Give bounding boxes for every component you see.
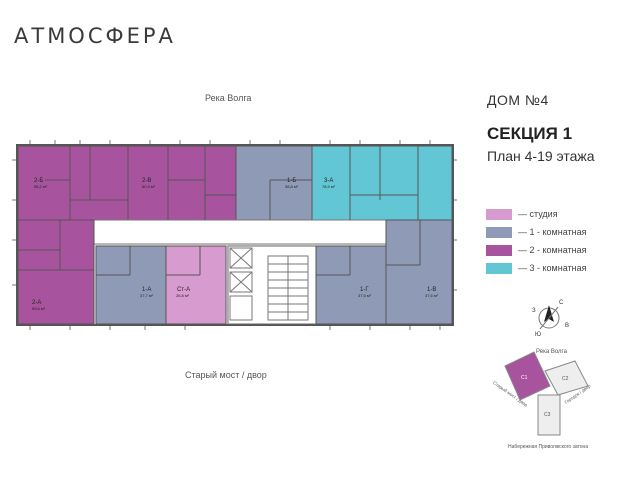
legend-swatch (486, 244, 512, 256)
compass-n: С (559, 300, 564, 306)
floor-plan-subtitle: План 4-19 этажа (487, 148, 595, 164)
compass-icon: С Ю В З (532, 300, 569, 338)
compass-s: Ю (535, 332, 541, 338)
site-block-c1[interactable] (504, 351, 551, 401)
house-title: ДОМ №4 (487, 92, 549, 108)
site-block-c3[interactable] (537, 394, 561, 436)
apartment-2b[interactable] (17, 145, 129, 221)
apt-label: 1-Г (360, 287, 369, 293)
legend-label: — 3 - комнатная (518, 263, 587, 273)
apt-label: 1-Б (287, 178, 296, 184)
apt-area: 60,3 м² (142, 184, 156, 189)
apartment-2a[interactable] (17, 219, 95, 325)
legend-item-studio: — студия (486, 205, 586, 223)
apt-label: 1-В (427, 287, 436, 293)
apt-label: 2-Б (34, 178, 43, 184)
legend-swatch (486, 226, 512, 238)
apt-label: 1-А (142, 287, 151, 293)
compass-e: В (565, 323, 569, 329)
site-block-c2[interactable] (544, 360, 589, 396)
legend-label: — студия (518, 209, 558, 219)
apartment-st-a[interactable] (165, 245, 227, 325)
legend-label: — 1 - комнатная (518, 227, 587, 237)
apartment-2v[interactable] (127, 145, 237, 221)
legend-item-1-room: — 1 - комнатная (486, 223, 586, 241)
apt-label: 2-А (32, 300, 41, 306)
apt-area: 59,6 м² (32, 306, 46, 311)
stairs-detail (229, 247, 309, 321)
interior-walls (18, 146, 421, 276)
river-label-top: Река Волга (205, 93, 252, 103)
legend-swatch (486, 208, 512, 220)
apt-area: 78,9 м² (322, 184, 336, 189)
corridor (93, 219, 421, 245)
site-block-label: С1 (521, 375, 528, 381)
legend: — студия — 1 - комнатная — 2 - комнатная… (486, 205, 586, 277)
site-river-label: Река Волга (536, 349, 567, 355)
site-block-label: С2 (562, 376, 569, 382)
apt-area: 38,8 м² (285, 184, 299, 189)
apt-area: 56,2 м² (34, 184, 48, 189)
apt-label: 2-В (142, 178, 151, 184)
apartment-1v[interactable] (385, 219, 453, 325)
compass-w: З (532, 308, 536, 314)
site-bottom-label: Набережная Приволжского затона (508, 444, 589, 450)
apt-area: 37,7 м² (140, 293, 154, 298)
apartment-1a[interactable] (95, 245, 167, 325)
bottom-label: Старый мост / двор (185, 370, 267, 380)
section-title: СЕКЦИЯ 1 (487, 124, 573, 143)
site-plan: С1 С2 С3 Старый мост / двор Городок / дв… (492, 351, 592, 436)
apt-area: 37,6 м² (425, 293, 439, 298)
apartment-labels: 2-Б 56,2 м² 2-В 60,3 м² 1-Б 38,8 м² 3-А … (32, 178, 439, 311)
site-block-label: С3 (544, 412, 551, 418)
apt-area: 26,8 м² (176, 293, 190, 298)
legend-swatch (486, 262, 512, 274)
legend-label: — 2 - комнатная (518, 245, 587, 255)
apt-label: 3-А (324, 178, 333, 184)
apt-area: 37,5 м² (358, 293, 372, 298)
legend-item-3-room: — 3 - комнатная (486, 259, 586, 277)
brand-logo: АТМОСФЕРА (14, 24, 176, 48)
apartment-1g[interactable] (315, 245, 387, 325)
apartment-1b[interactable] (235, 145, 313, 221)
legend-item-2-room: — 2 - комнатная (486, 241, 586, 259)
apt-label: Ст-А (177, 287, 190, 293)
